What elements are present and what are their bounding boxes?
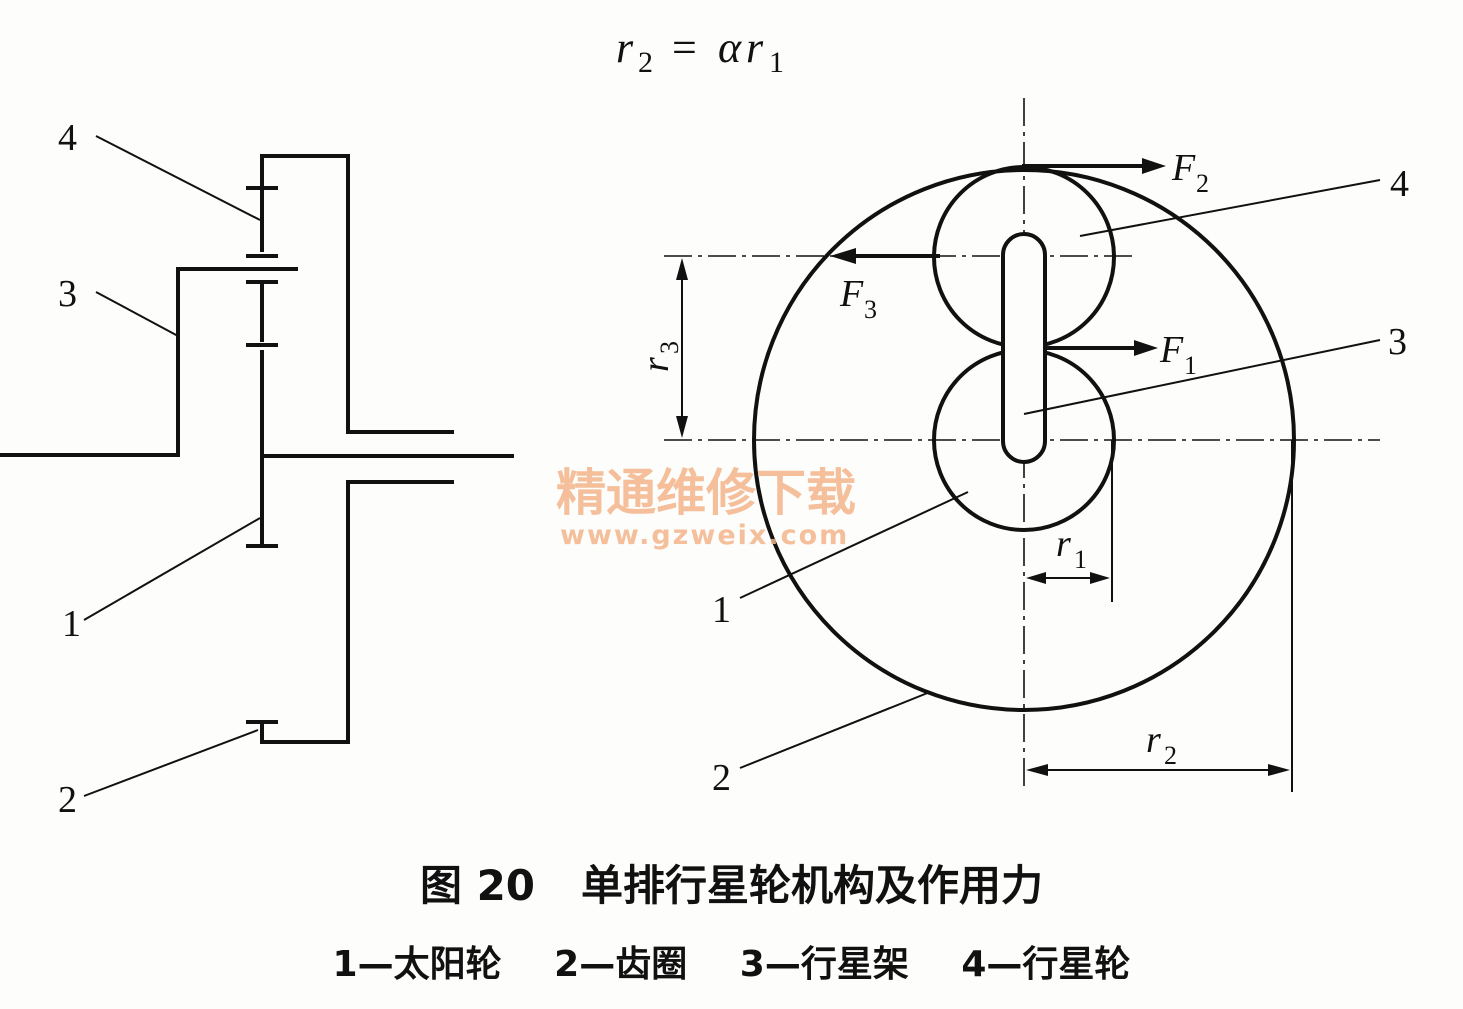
r1-arrow-left xyxy=(1026,572,1046,584)
ring-gear-lower-housing xyxy=(260,480,454,744)
legend-item-ring-gear: 2—齿圈 xyxy=(554,944,688,985)
force-f2-head xyxy=(1142,158,1166,174)
left-label-4: 4 xyxy=(58,117,77,159)
right-leader-3 xyxy=(1023,339,1381,415)
r3-arrow-bottom xyxy=(676,416,688,438)
right-label-4: 4 xyxy=(1390,163,1409,205)
r3-label-group: r 3 xyxy=(635,341,684,372)
right-label-1: 1 xyxy=(712,589,731,631)
r2-label: r xyxy=(1146,719,1161,761)
legend-item-sun-gear: 1—太阳轮 xyxy=(332,944,502,985)
r1-sub: 1 xyxy=(1074,545,1087,574)
eq-r2: r xyxy=(616,23,634,72)
ratio-equation: r 2 = α r 1 xyxy=(616,23,784,79)
eq-alpha: α xyxy=(718,23,742,72)
force-f1-sub: 1 xyxy=(1184,351,1197,380)
figure-title: 单排行星轮机构及作用力 xyxy=(581,861,1044,910)
left-label-2: 2 xyxy=(58,779,77,821)
watermark: 精通维修下载 www.gzweix.com xyxy=(556,464,856,551)
planet-carrier xyxy=(0,267,298,457)
eq-equals: = xyxy=(672,23,697,72)
r3-label: r xyxy=(635,357,677,372)
eq-r1-sub: 1 xyxy=(769,46,784,79)
force-f2-label: F xyxy=(1171,147,1196,189)
planet-carrier-slot xyxy=(1001,232,1047,464)
force-diagram: F 2 F 3 F 1 r 3 r 1 r 2 xyxy=(635,98,1409,799)
kinematic-schematic: 4 3 1 2 xyxy=(0,117,514,821)
legend-item-planet-carrier: 3—行星架 xyxy=(739,944,909,985)
eq-r2-sub: 2 xyxy=(638,46,653,79)
legend-item-planet-gear: 4—行星轮 xyxy=(961,944,1131,985)
watermark-url: www.gzweix.com xyxy=(560,520,849,551)
ring-gear-circle xyxy=(752,168,1296,712)
r2-arrow-left xyxy=(1026,764,1048,776)
r3-arrow-top xyxy=(676,258,688,280)
leader-3 xyxy=(95,291,179,337)
force-f1-head xyxy=(1134,340,1158,356)
figure-number: 图 20 xyxy=(419,861,536,910)
right-leader-1 xyxy=(739,491,969,599)
left-label-3: 3 xyxy=(58,273,77,315)
force-f2-sub: 2 xyxy=(1196,169,1209,198)
r3-sub: 3 xyxy=(655,341,684,354)
leader-2 xyxy=(83,729,259,797)
r1-label: r xyxy=(1056,523,1071,565)
right-leader-2 xyxy=(739,691,931,769)
force-f3-label: F xyxy=(839,273,864,315)
right-label-2: 2 xyxy=(712,757,731,799)
eq-r1: r xyxy=(746,23,764,72)
watermark-text: 精通维修下载 xyxy=(556,464,856,522)
left-label-1: 1 xyxy=(62,603,81,645)
right-label-3: 3 xyxy=(1388,321,1407,363)
figure-caption: 图 20 单排行星轮机构及作用力 xyxy=(0,852,1463,913)
leader-1 xyxy=(83,517,261,621)
right-leader-4 xyxy=(1079,179,1381,237)
r2-sub: 2 xyxy=(1164,741,1177,770)
r2-arrow-right xyxy=(1268,764,1290,776)
ring-gear-upper xyxy=(260,154,454,434)
planetary-gear-diagram: r 2 = α r 1 4 3 1 2 xyxy=(0,23,1409,821)
figure-legend: 1—太阳轮 2—齿圈 3—行星架 4—行星轮 xyxy=(0,935,1463,987)
leader-4 xyxy=(95,135,261,221)
force-f1-label: F xyxy=(1159,329,1184,371)
force-f3-sub: 3 xyxy=(864,295,877,324)
force-f3-head xyxy=(830,248,856,264)
r1-arrow-right xyxy=(1090,572,1110,584)
